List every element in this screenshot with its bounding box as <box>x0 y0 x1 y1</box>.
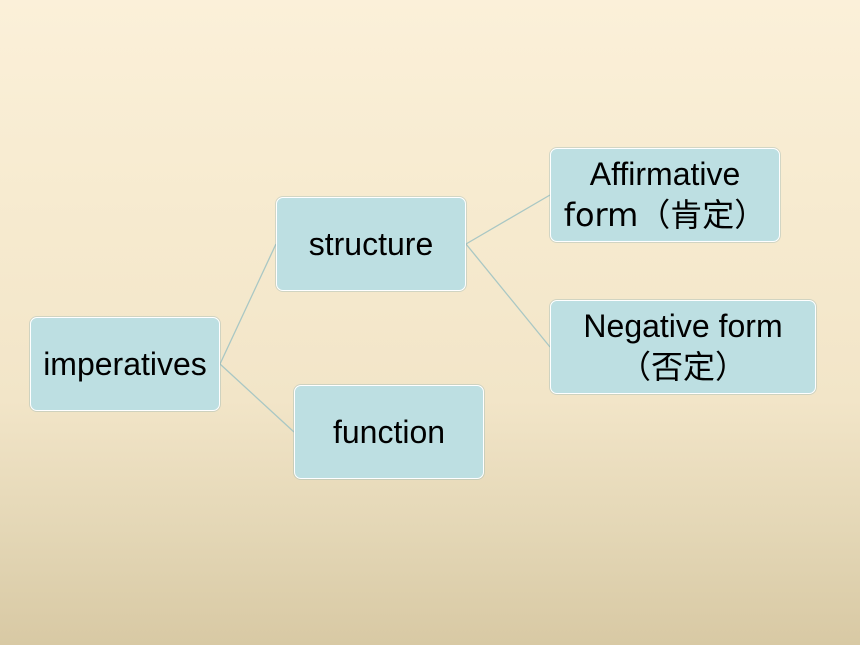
node-negative-line1: Negative form <box>583 308 783 345</box>
connector-imperatives-structure <box>219 243 277 365</box>
node-affirmative-line2: form（肯定） <box>563 196 767 234</box>
node-affirmative-form: Affirmative form（肯定） <box>550 148 780 242</box>
node-function-label: function <box>332 413 446 450</box>
node-imperatives: imperatives <box>30 317 220 411</box>
connector-imperatives-function <box>219 363 295 433</box>
connector-structure-affirmative <box>465 194 551 245</box>
node-negative-form: Negative form （否定） <box>550 300 816 394</box>
node-imperatives-label: imperatives <box>43 345 207 382</box>
node-structure-label: structure <box>308 225 434 262</box>
connector-structure-negative <box>465 243 551 348</box>
node-affirmative-line1: Affirmative <box>589 156 741 193</box>
node-structure: structure <box>276 197 466 291</box>
node-negative-line2: （否定） <box>618 348 747 386</box>
node-function: function <box>294 385 484 479</box>
